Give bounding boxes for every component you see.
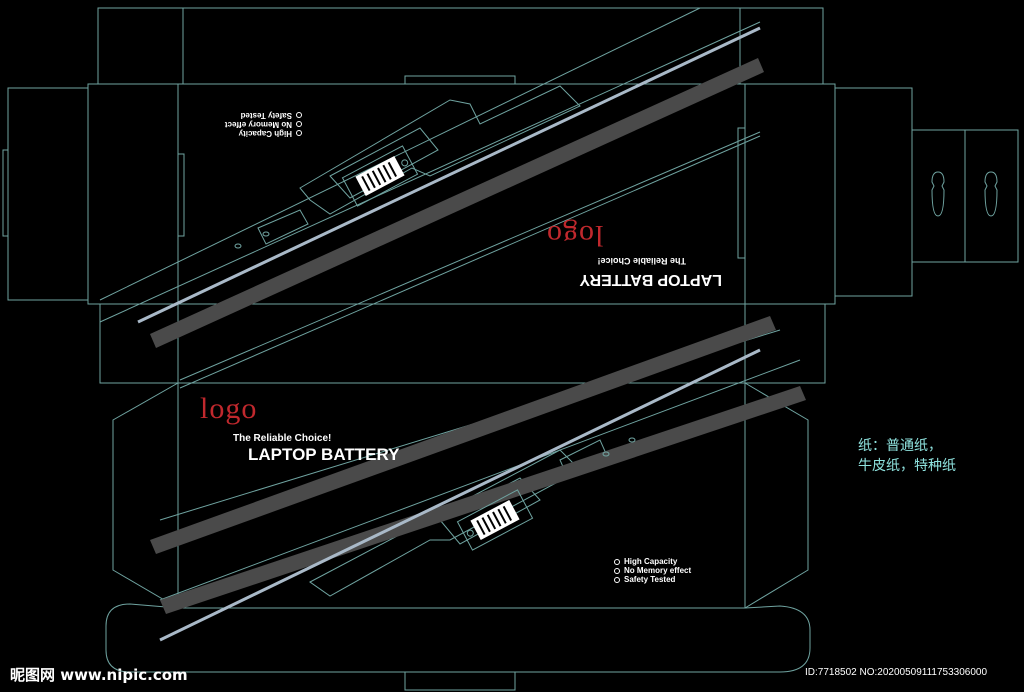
battery-connector-icon	[341, 145, 419, 207]
paper-type-note: 纸：普通纸， 牛皮纸，特种纸	[858, 436, 956, 476]
front-product-title: LAPTOP BATTERY	[248, 445, 400, 464]
watermark-site: 昵图网 www.nipic.com	[10, 666, 188, 684]
battery-connector-icon	[456, 489, 534, 551]
hang-hole-icon	[931, 171, 998, 217]
back-feature-3: Safety Tested	[222, 111, 302, 120]
front-feature-3: Safety Tested	[614, 575, 691, 584]
dieline-outlines	[2, 7, 1019, 691]
back-product-title: LAPTOP BATTERY	[579, 271, 722, 288]
front-feature-2: No Memory effect	[614, 566, 691, 575]
back-tagline: The Reliable Choice!	[597, 256, 686, 266]
paper-note-line-1: 纸：普通纸，	[858, 438, 942, 454]
front-tagline: The Reliable Choice!	[233, 433, 332, 444]
back-feature-2: No Memory effect	[222, 120, 302, 129]
watermark-id: ID:7718502 NO:20200509111753306000	[805, 667, 988, 678]
back-features: High Capacity No Memory effect Safety Te…	[222, 106, 302, 138]
hole-marks	[234, 231, 636, 457]
back-feature-1: High Capacity	[222, 129, 302, 138]
paper-note-line-2: 牛皮纸，特种纸	[858, 458, 956, 474]
diagonal-stripes	[137, 26, 806, 642]
front-logo: logo	[200, 392, 258, 425]
front-feature-1: High Capacity	[614, 557, 691, 566]
back-logo: logo	[546, 219, 604, 252]
front-features: High Capacity No Memory effect Safety Te…	[614, 557, 691, 584]
back-panel-text: logo The Reliable Choice! LAPTOP BATTERY	[530, 218, 730, 294]
